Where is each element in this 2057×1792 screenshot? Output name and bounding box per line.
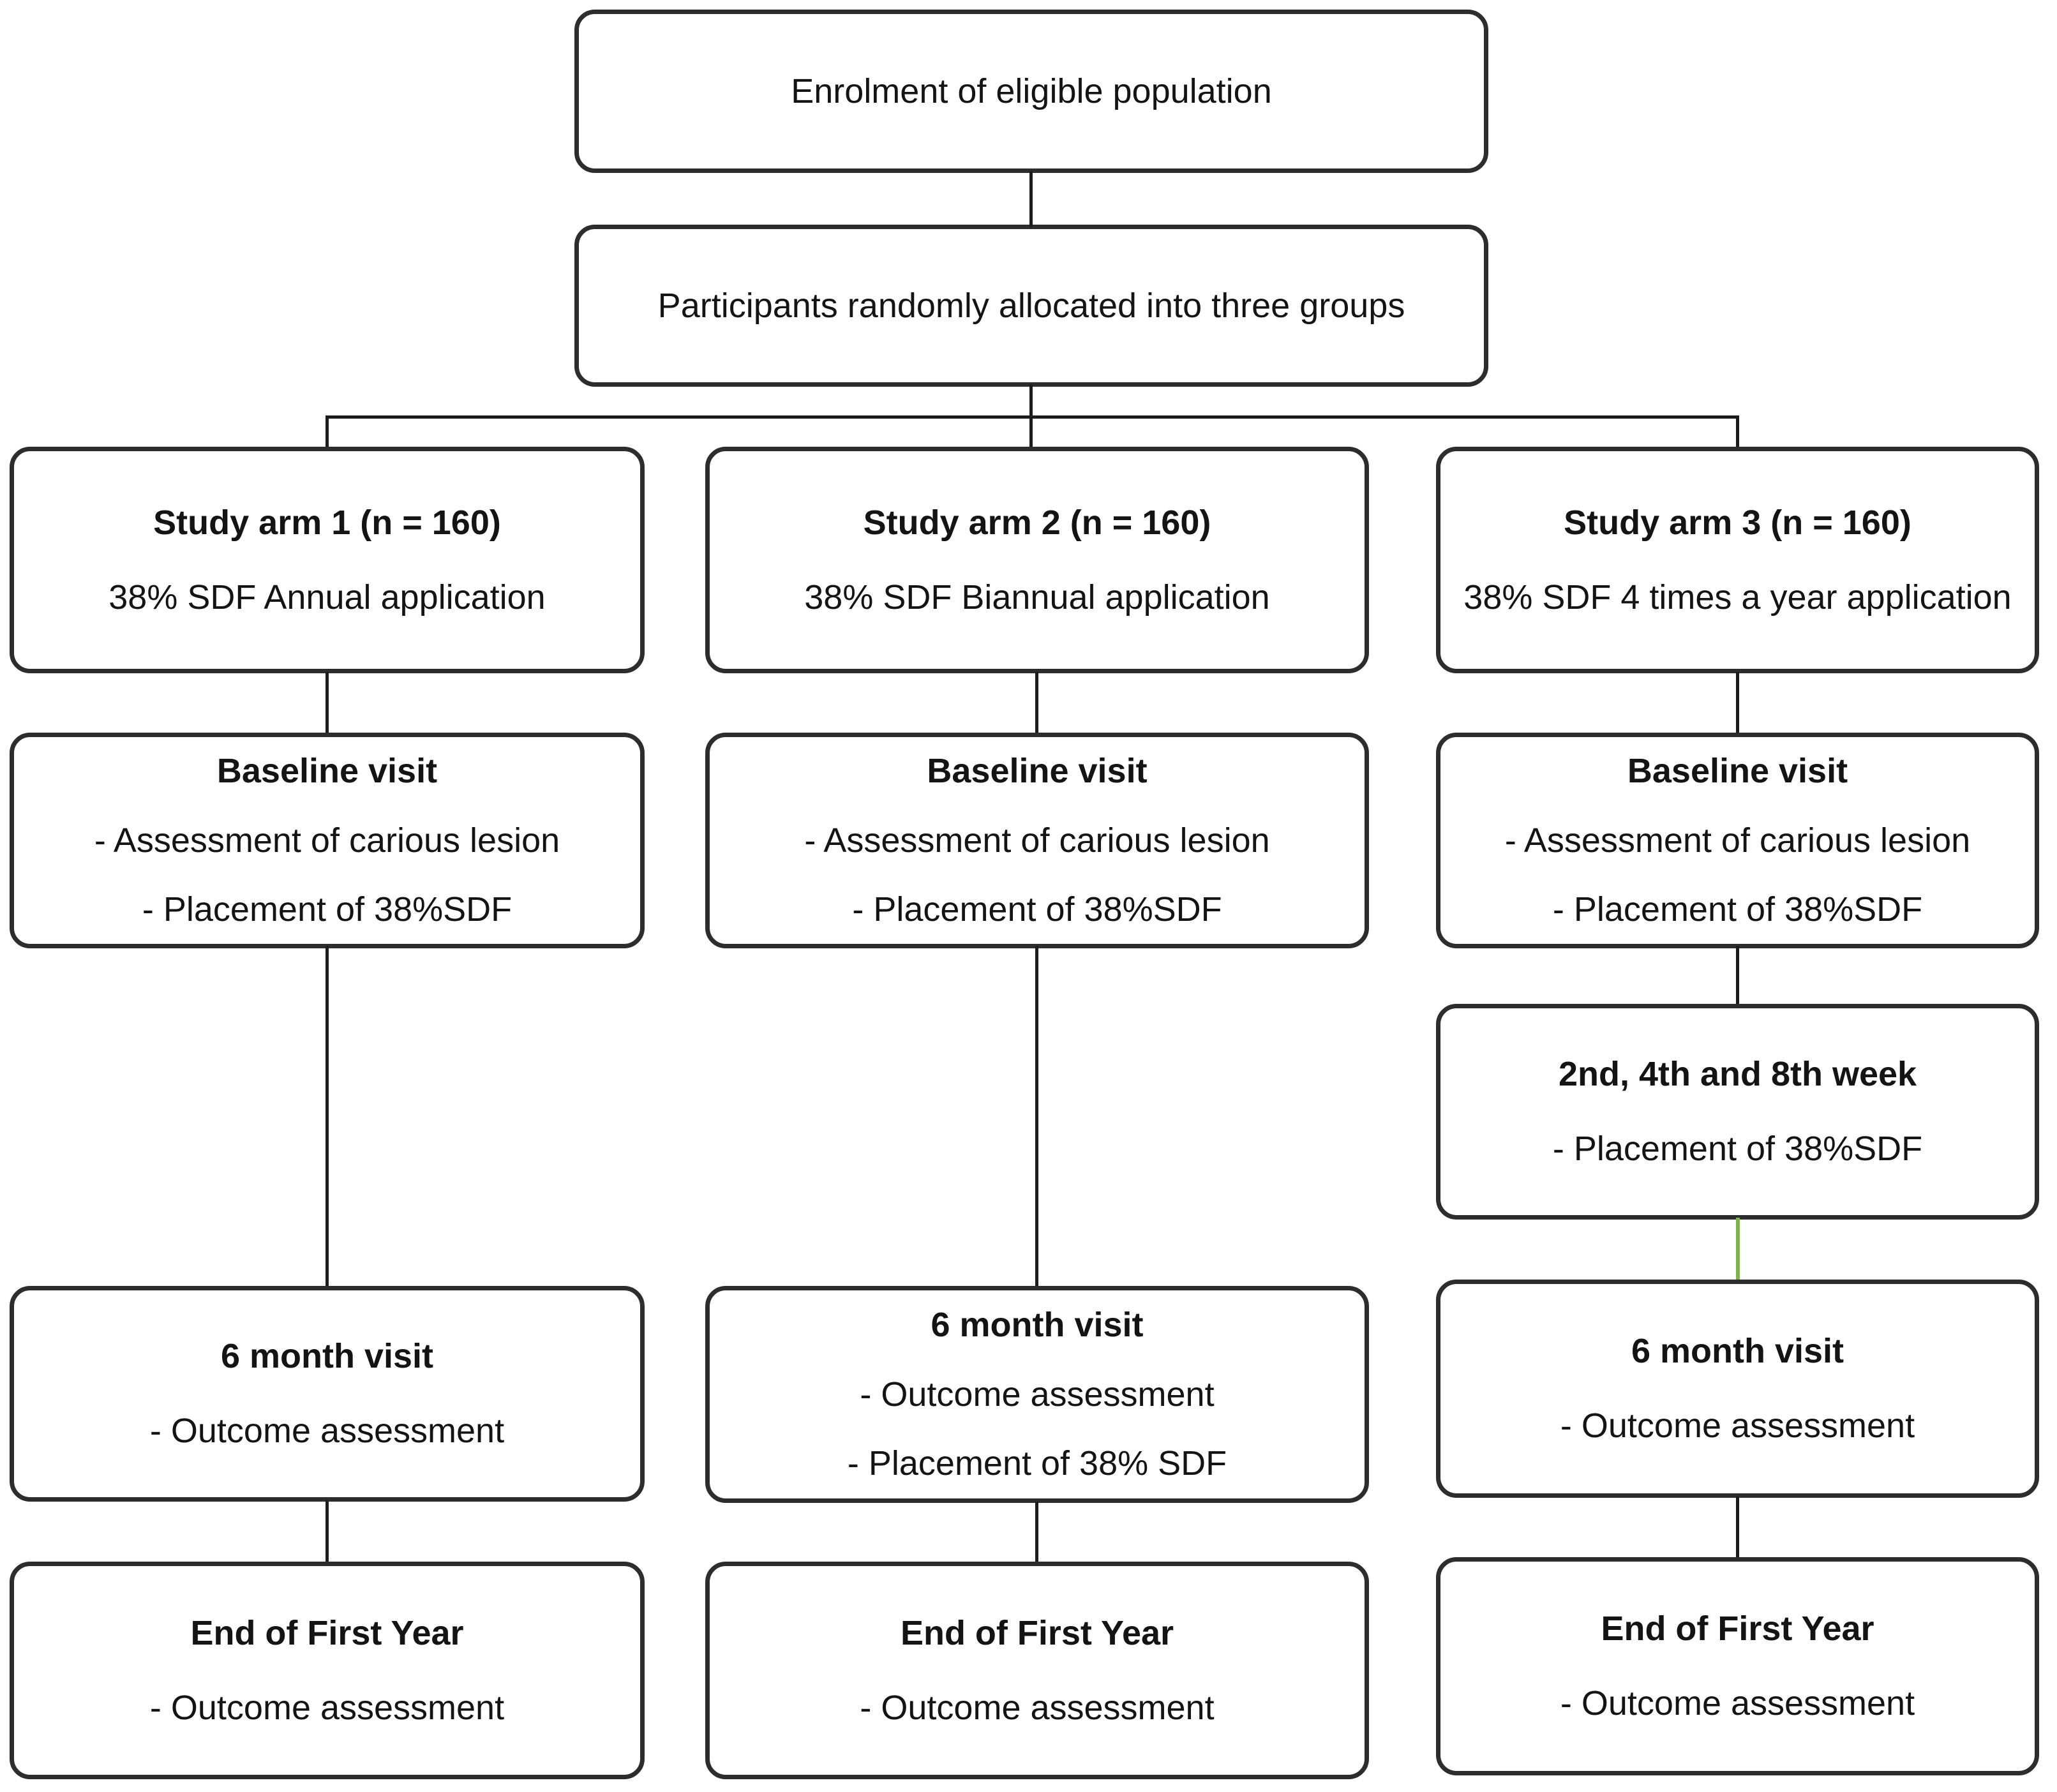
connector-arm3-endyear <box>1736 1497 1739 1560</box>
connector-split-right <box>1736 415 1739 449</box>
arm3-interim-item: - Placement of 38%SDF <box>1552 1130 1923 1168</box>
arm1-sixmonth-box: 6 month visit - Outcome assessment <box>10 1286 645 1502</box>
arm1-endyear-item: - Outcome assessment <box>149 1688 505 1727</box>
allocation-label: Participants randomly allocated into thr… <box>657 286 1405 325</box>
connector-split-left <box>325 415 329 449</box>
connector-arm3-interim <box>1736 946 1739 1006</box>
connector-enrolment-allocation <box>1029 171 1033 227</box>
connector-split-horizontal <box>325 415 1739 419</box>
arm2-endyear-box: End of First Year - Outcome assessment <box>705 1562 1369 1779</box>
arm3-box: Study arm 3 (n = 160) 38% SDF 4 times a … <box>1436 447 2039 673</box>
arm3-baseline-item: - Assessment of carious lesion <box>1504 821 1971 860</box>
arm2-header: Study arm 2 (n = 160) <box>863 503 1211 542</box>
arm2-sixmonth-title: 6 month visit <box>931 1305 1144 1344</box>
arm1-baseline-title: Baseline visit <box>216 751 438 790</box>
enrolment-box: Enrolment of eligible population <box>574 10 1488 173</box>
arm2-sixmonth-box: 6 month visit - Outcome assessment - Pla… <box>705 1286 1369 1503</box>
arm3-interim-title: 2nd, 4th and 8th week <box>1558 1055 1917 1094</box>
connector-arm2-sixmonth <box>1035 946 1038 1288</box>
arm1-header: Study arm 1 (n = 160) <box>153 503 501 542</box>
arm3-sixmonth-item: - Outcome assessment <box>1560 1407 1915 1445</box>
allocation-box: Participants randomly allocated into thr… <box>574 225 1488 387</box>
connector-arm1-baseline <box>325 672 329 735</box>
arm3-sixmonth-box: 6 month visit - Outcome assessment <box>1436 1280 2039 1498</box>
arm3-interim-box: 2nd, 4th and 8th week - Placement of 38%… <box>1436 1004 2039 1220</box>
enrolment-label: Enrolment of eligible population <box>791 71 1272 110</box>
arm3-endyear-item: - Outcome assessment <box>1560 1684 1915 1722</box>
arm2-subheader: 38% SDF Biannual application <box>804 578 1270 616</box>
arm2-sixmonth-item: - Outcome assessment <box>860 1375 1215 1414</box>
arm2-baseline-item: - Assessment of carious lesion <box>804 821 1270 860</box>
arm1-sixmonth-item: - Outcome assessment <box>149 1412 505 1450</box>
arm1-subheader: 38% SDF Annual application <box>108 578 546 616</box>
connector-arm2-endyear <box>1035 1502 1038 1564</box>
arm1-sixmonth-title: 6 month visit <box>220 1337 434 1376</box>
arm1-baseline-item: - Placement of 38%SDF <box>142 890 512 929</box>
arm2-box: Study arm 2 (n = 160) 38% SDF Biannual a… <box>705 447 1369 673</box>
arm2-endyear-title: End of First Year <box>900 1613 1174 1652</box>
arm3-sixmonth-title: 6 month visit <box>1631 1332 1844 1371</box>
arm3-endyear-box: End of First Year - Outcome assessment <box>1436 1557 2039 1775</box>
arm3-header: Study arm 3 (n = 160) <box>1564 503 1911 542</box>
arm2-baseline-item: - Placement of 38%SDF <box>852 890 1222 929</box>
connector-arm1-endyear <box>325 1500 329 1564</box>
arm2-baseline-box: Baseline visit - Assessment of carious l… <box>705 733 1369 948</box>
connector-arm3-baseline <box>1736 672 1739 735</box>
arm3-baseline-title: Baseline visit <box>1627 751 1848 790</box>
arm3-baseline-box: Baseline visit - Assessment of carious l… <box>1436 733 2039 948</box>
arm2-endyear-item: - Outcome assessment <box>860 1688 1215 1727</box>
arm1-box: Study arm 1 (n = 160) 38% SDF Annual app… <box>10 447 645 673</box>
connector-arm3-sixmonth-green <box>1736 1218 1740 1282</box>
arm1-baseline-item: - Assessment of carious lesion <box>94 821 560 860</box>
arm3-baseline-item: - Placement of 38%SDF <box>1552 890 1923 929</box>
arm3-subheader: 38% SDF 4 times a year application <box>1463 578 2012 616</box>
arm1-endyear-box: End of First Year - Outcome assessment <box>10 1562 645 1779</box>
connector-arm2-baseline <box>1035 672 1038 735</box>
connector-arm1-sixmonth <box>325 946 329 1288</box>
arm2-sixmonth-item: - Placement of 38% SDF <box>847 1444 1227 1483</box>
arm2-baseline-title: Baseline visit <box>927 751 1148 790</box>
arm3-endyear-title: End of First Year <box>1601 1609 1874 1648</box>
arm1-baseline-box: Baseline visit - Assessment of carious l… <box>10 733 645 948</box>
arm1-endyear-title: End of First Year <box>190 1613 464 1652</box>
